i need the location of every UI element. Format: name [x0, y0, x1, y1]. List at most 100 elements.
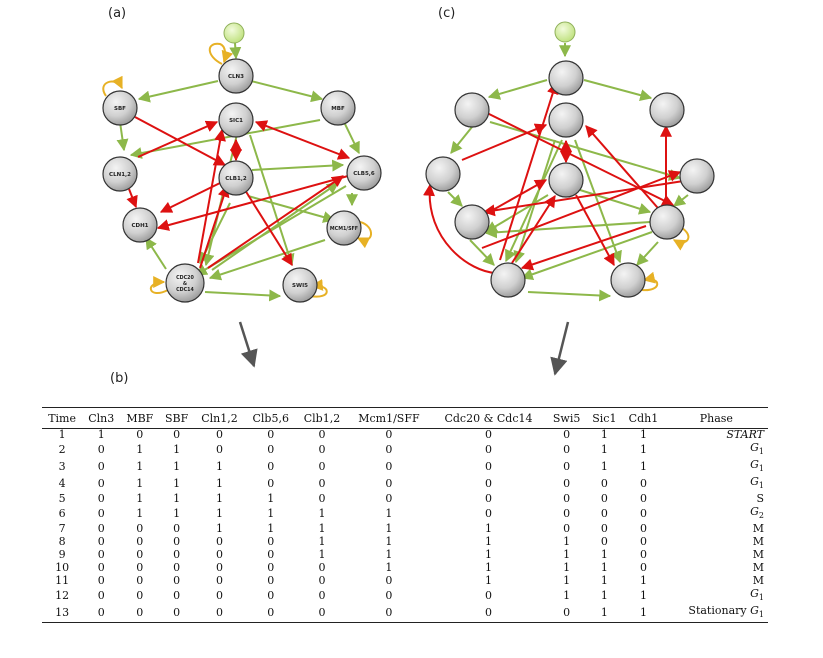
state-cell: 1 [600, 548, 608, 561]
phase-cell: M [665, 522, 768, 536]
state-cell: 0 [216, 560, 224, 574]
state-cell: 0 [136, 535, 144, 549]
state-cell: 1 [484, 560, 492, 574]
state-cell: 0 [563, 522, 571, 536]
state-cell: 0 [173, 573, 181, 587]
state-cell: 0 [97, 548, 105, 561]
state-cell: 0 [318, 573, 326, 587]
state-cell: 0 [267, 535, 275, 549]
time-cell: 4 [58, 477, 66, 491]
state-cell: 1 [216, 522, 224, 536]
column-header: Time [42, 407, 83, 429]
node-label-cdc20: CDC20&CDC14 [176, 275, 194, 293]
time-cell: 9 [58, 548, 66, 561]
phase-subscript: 1 [758, 447, 764, 457]
column-header: Phase [664, 407, 768, 429]
state-cell: 0 [318, 443, 326, 456]
state-cell: 0 [82, 604, 121, 623]
node-label-clb12: CLB1,2 [225, 176, 247, 182]
node-cdh1: CDH1 [122, 207, 158, 243]
state-cell: 0 [193, 604, 246, 623]
state-cell: 0 [267, 548, 275, 561]
state-cell: 1 [484, 548, 492, 561]
node-c-8 [454, 204, 490, 240]
node-label-sbf: SBF [114, 106, 126, 112]
node-c-4 [649, 92, 685, 128]
state-cell: 1 [385, 522, 393, 536]
phase-label: M [752, 548, 764, 561]
state-cell: 0 [97, 560, 105, 574]
state-cell: 0 [97, 522, 105, 536]
state-cell: 0 [318, 588, 326, 602]
state-cell: 1 [563, 535, 571, 549]
state-cell: 0 [639, 548, 647, 561]
node-c-5 [425, 156, 461, 192]
start-node-c [554, 21, 576, 43]
time-cell: 13 [42, 604, 83, 623]
state-cell: 1 [173, 460, 181, 474]
state-cell: 1 [484, 573, 492, 587]
time-cell: 11 [55, 573, 70, 587]
node-cln12: CLN1,2 [102, 156, 138, 192]
state-cell: 1 [586, 604, 623, 623]
state-cell: 1 [600, 560, 608, 574]
state-cell: 1 [267, 492, 275, 506]
state-cell: 1 [600, 588, 608, 602]
state-cell: 0 [136, 588, 144, 602]
start-node-a [223, 22, 245, 44]
state-cell: 0 [484, 428, 492, 441]
column-header: Mcm1/SFF [347, 407, 431, 429]
phase-cell: G1 [665, 587, 768, 605]
state-cell: 0 [318, 477, 326, 491]
state-cell: 0 [563, 443, 571, 456]
phase-label: G [750, 505, 759, 519]
phase-cell: M [665, 548, 768, 562]
column-header: Cdh1 [622, 407, 665, 429]
state-cell: 0 [267, 460, 275, 474]
state-cell: 1 [639, 588, 647, 602]
state-cell: 0 [639, 477, 647, 491]
node-label-mbf: MBF [331, 106, 345, 112]
state-cell: 1 [173, 443, 181, 456]
state-cell: 0 [173, 548, 181, 561]
state-cell: 0 [136, 428, 144, 441]
time-cell: 5 [58, 492, 66, 506]
arrow-c-to-b [550, 321, 570, 376]
state-cell: 0 [600, 507, 608, 521]
network-c [423, 21, 715, 302]
column-header: Swi5 [546, 407, 587, 429]
state-cell: 1 [216, 477, 224, 491]
state-cell: 0 [97, 573, 105, 587]
state-cell: 1 [318, 535, 326, 549]
phase-cell: G1 [665, 440, 768, 459]
node-c-3 [548, 102, 584, 138]
state-cell: 0 [97, 535, 105, 549]
state-cell: 1 [173, 477, 181, 491]
state-cell: 0 [97, 492, 105, 506]
state-cell: 0 [639, 492, 647, 506]
state-cell: 1 [136, 492, 144, 506]
state-cell: 1 [563, 560, 571, 574]
state-cell: 0 [347, 604, 431, 623]
node-sic1: SIC1 [218, 102, 254, 138]
node-swi5: SWI5 [282, 267, 318, 303]
state-cell: 1 [173, 507, 181, 521]
state-cell: 0 [484, 460, 492, 474]
state-cell: 0 [563, 460, 571, 474]
state-cell: 0 [385, 492, 393, 506]
state-cell: 1 [385, 535, 393, 549]
state-cell: 0 [639, 560, 647, 574]
state-cell: 0 [216, 535, 224, 549]
phase-label: G [750, 440, 759, 454]
state-cell: 1 [267, 507, 275, 521]
node-c-11 [610, 262, 646, 298]
panel-label-c: (c) [438, 6, 456, 21]
